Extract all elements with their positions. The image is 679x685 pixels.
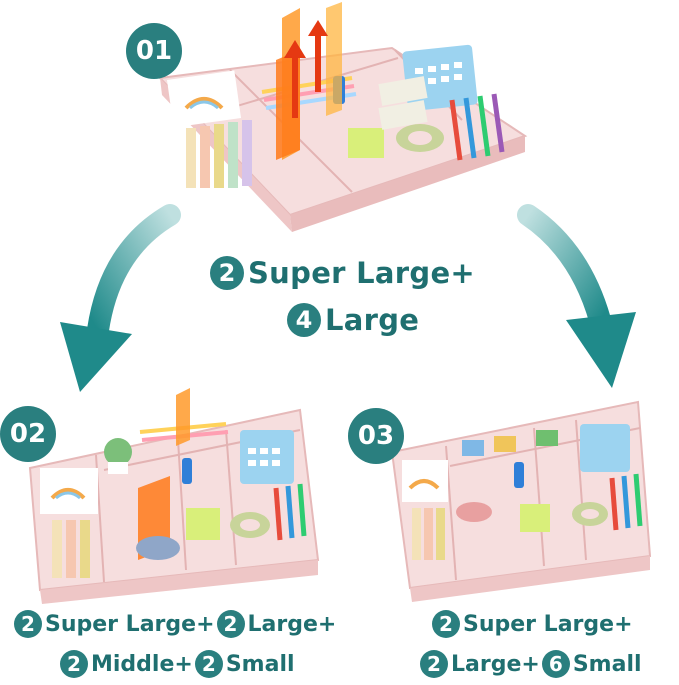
count-super-large: 2 xyxy=(210,256,244,290)
center-caption-line1: 2 Super Large+ xyxy=(210,256,475,290)
label-large-left: Large+ xyxy=(247,611,337,637)
count-super-large-left: 2 xyxy=(14,610,42,638)
label-small-left: Small xyxy=(225,651,295,677)
right-caption-line1: 2 Super Large+ xyxy=(432,610,633,638)
count-small-right: 6 xyxy=(541,650,570,678)
label-middle-left: Middle+ xyxy=(91,651,193,677)
label-super-large: Super Large+ xyxy=(248,256,476,290)
right-caption-line2: 2 Large+ 6 Small xyxy=(420,650,642,678)
count-middle-left: 2 xyxy=(60,650,88,678)
count-small-left: 2 xyxy=(194,650,223,678)
label-large-right: Large+ xyxy=(451,651,540,677)
label-large: Large xyxy=(325,303,420,337)
label-small-right: Small xyxy=(572,651,642,677)
label-super-large-right: Super Large+ xyxy=(463,611,633,637)
step-badge-01: 01 xyxy=(126,23,182,79)
center-caption-line2: 4 Large xyxy=(287,303,419,337)
step-badge-02: 02 xyxy=(0,406,56,462)
count-large: 4 xyxy=(287,303,321,337)
count-super-large-right: 2 xyxy=(432,610,460,638)
label-super-large-left: Super Large+ xyxy=(45,611,215,637)
left-caption-line2: 2 Middle+ 2 Small xyxy=(60,650,295,678)
count-large-right: 2 xyxy=(420,650,448,678)
left-caption-line1: 2 Super Large+ 2 Large+ xyxy=(14,610,336,638)
step-badge-03: 03 xyxy=(348,408,404,464)
count-large-left: 2 xyxy=(216,610,245,638)
